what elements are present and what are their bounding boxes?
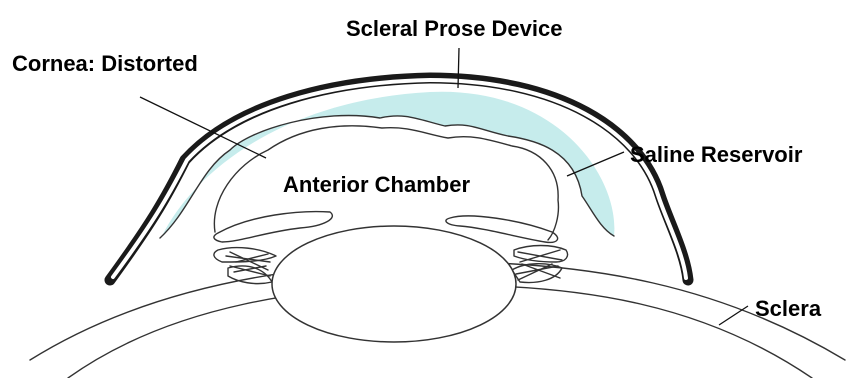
label-scleral-prose-device: Scleral Prose Device <box>346 16 562 41</box>
iris-left <box>214 212 332 242</box>
crystalline-lens <box>272 226 516 342</box>
label-cornea-distorted: Cornea: Distorted <box>12 51 198 76</box>
label-anterior-chamber: Anterior Chamber <box>283 172 470 197</box>
label-saline-reservoir: Saline Reservoir <box>630 142 803 167</box>
ciliary-body-left <box>214 248 276 284</box>
leader-sclera <box>719 306 748 325</box>
label-sclera: Sclera <box>755 296 822 321</box>
